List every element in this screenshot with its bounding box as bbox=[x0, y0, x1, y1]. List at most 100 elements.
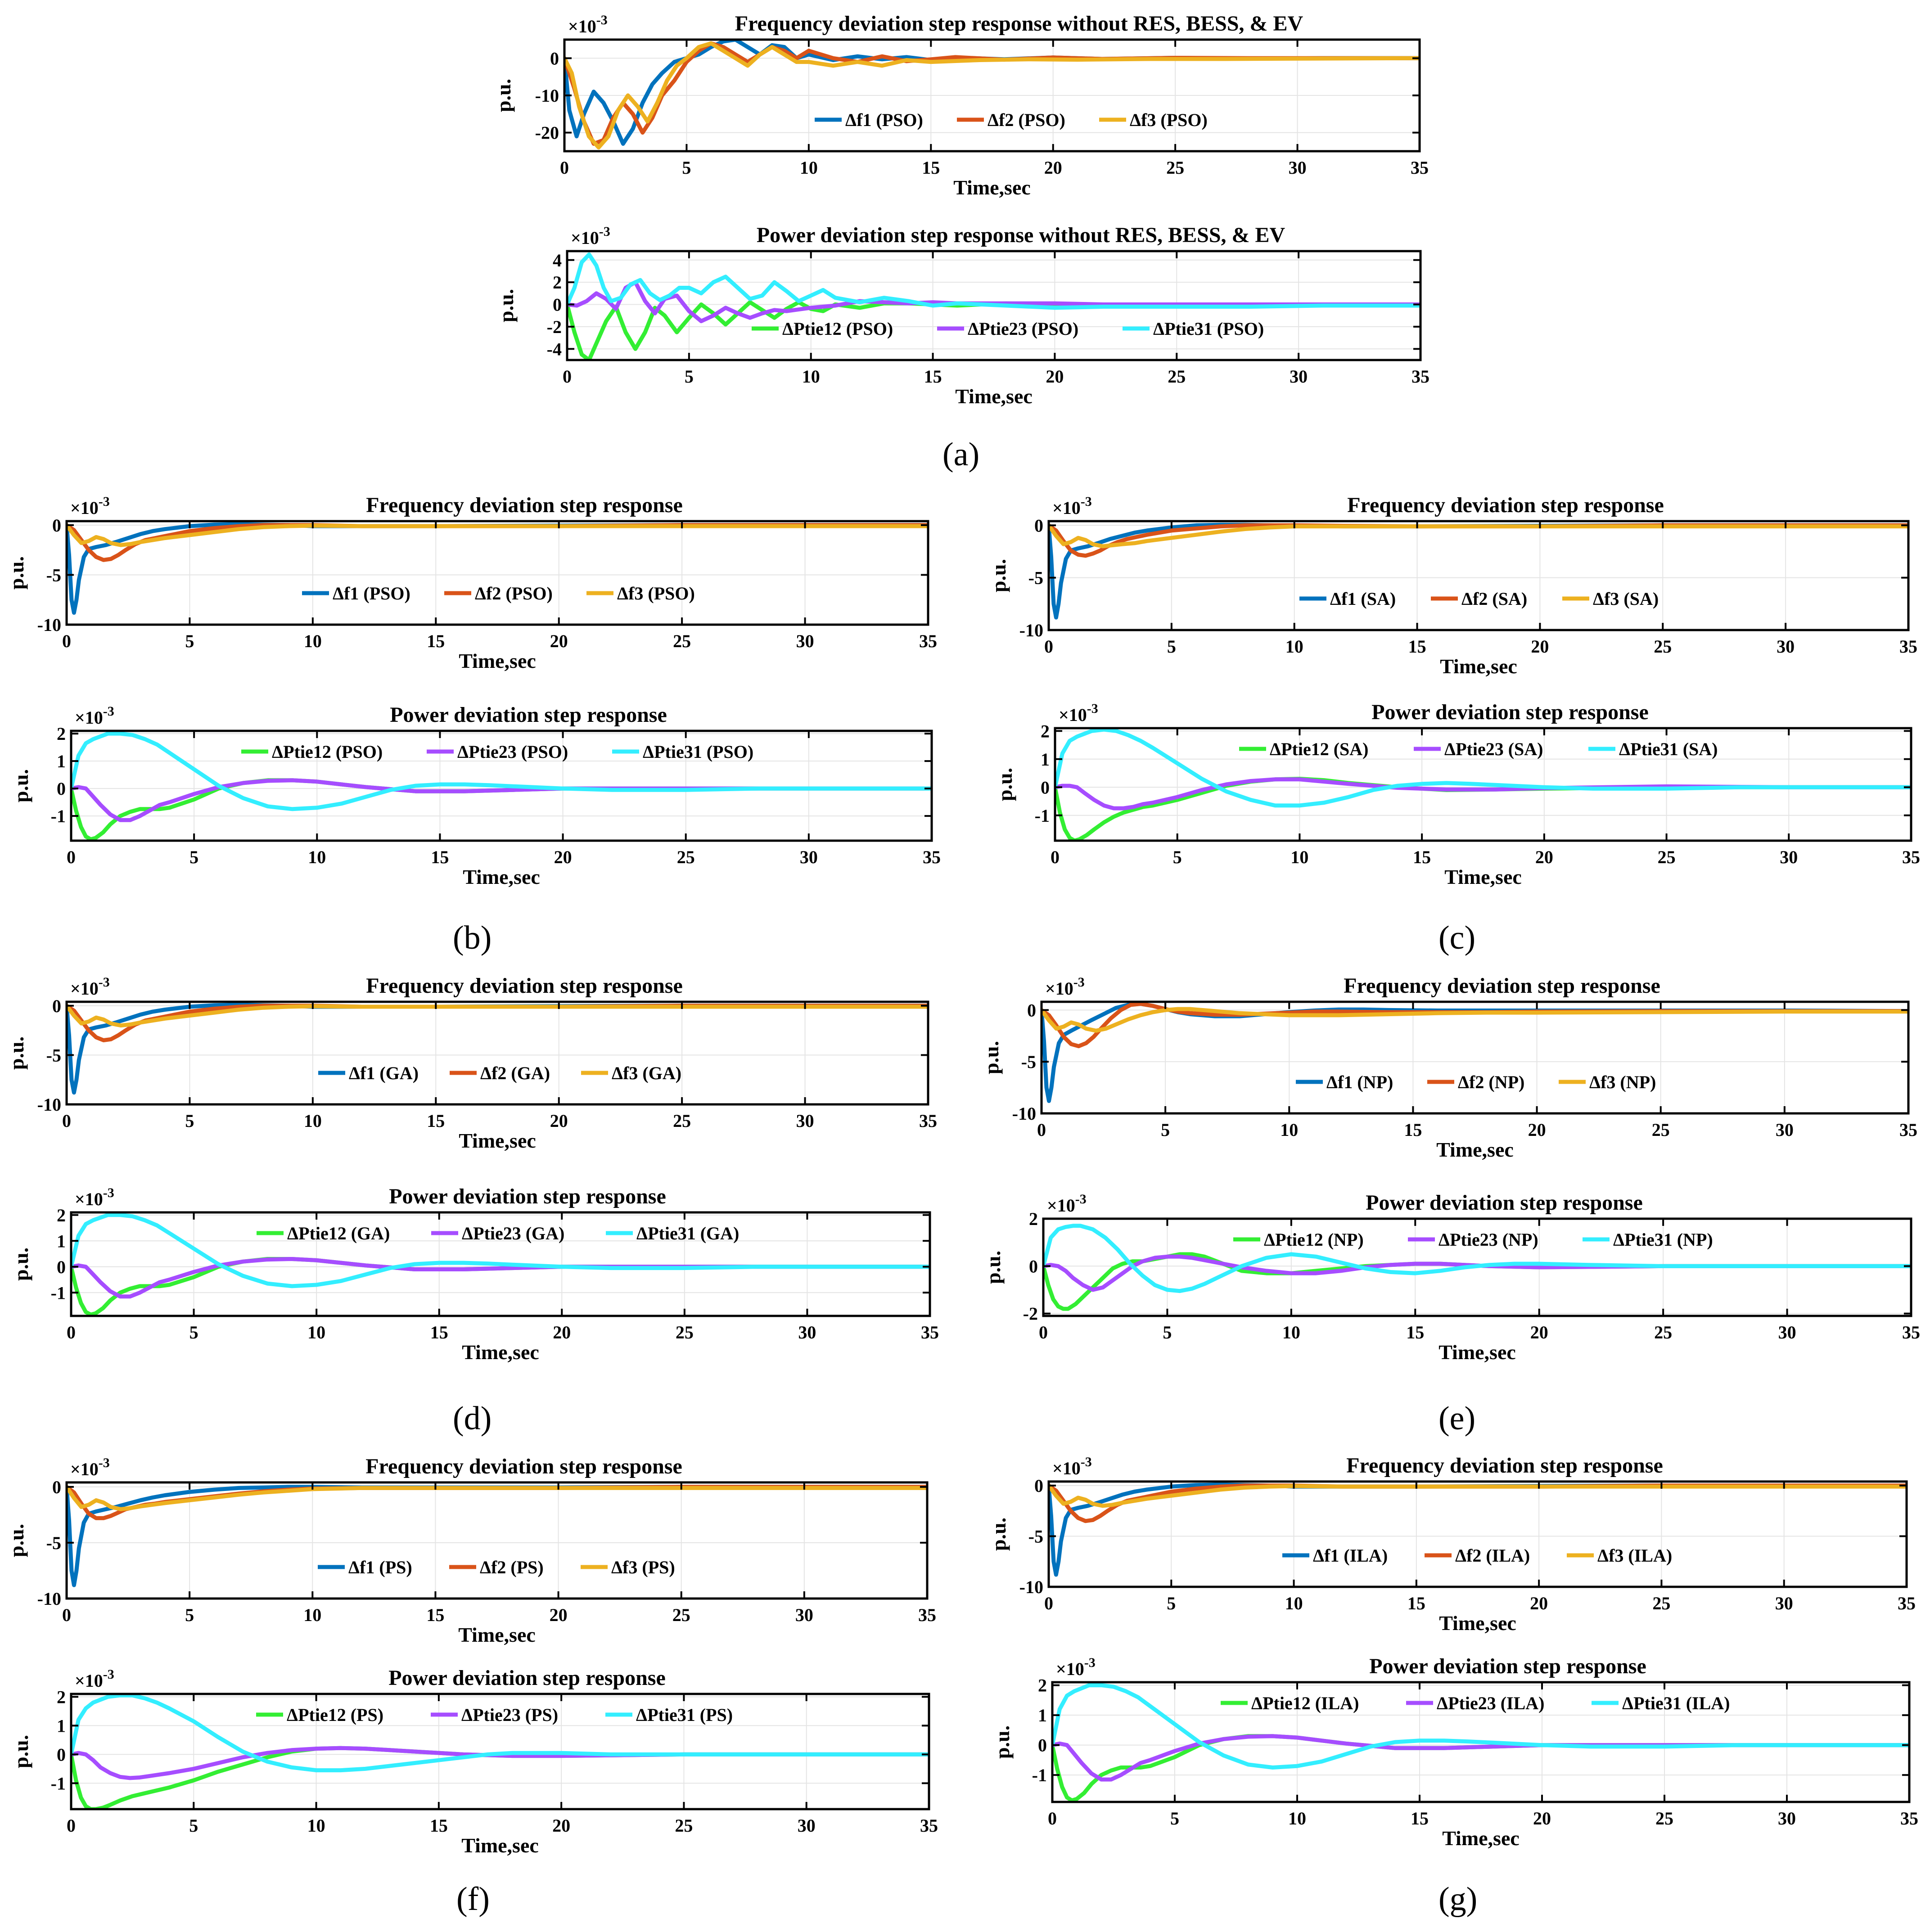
legend-label: Δf3 (GA) bbox=[612, 1063, 681, 1083]
x-tick-label: 25 bbox=[1168, 366, 1186, 387]
x-axis-label: Time,sec bbox=[1436, 1138, 1514, 1161]
series-line-ptie31 bbox=[71, 731, 932, 811]
series-group bbox=[567, 252, 1420, 360]
series-line-ptie23 bbox=[1043, 1254, 1911, 1292]
x-tick-label: 20 bbox=[1535, 847, 1553, 867]
x-tick-label: 35 bbox=[919, 631, 937, 651]
axes-box bbox=[65, 1481, 929, 1600]
series-line-f3 bbox=[564, 41, 1420, 150]
legend: ΔPtie12 (PSO)ΔPtie23 (PSO)ΔPtie31 (PSO) bbox=[241, 742, 753, 762]
x-tick-label: 0 bbox=[1048, 1808, 1057, 1828]
axes-box bbox=[1051, 1681, 1911, 1803]
chart-title: Frequency deviation step response bbox=[1346, 1454, 1663, 1477]
y-tick-label: 2 bbox=[1038, 1675, 1047, 1696]
y-axis-label: p.u. bbox=[5, 556, 28, 590]
y-exponent-label: ×10-3 bbox=[1047, 1192, 1087, 1216]
panel-label-d: (d) bbox=[453, 1400, 492, 1437]
y-tick-label: -1 bbox=[1035, 806, 1050, 826]
x-tick-label: 35 bbox=[1902, 1322, 1920, 1342]
y-axis-label: p.u. bbox=[495, 289, 518, 322]
plot-area bbox=[67, 1482, 927, 1599]
plot-area bbox=[67, 521, 928, 625]
x-tick-label: 30 bbox=[1776, 1120, 1794, 1140]
legend-label: Δf1 (SA) bbox=[1330, 589, 1396, 609]
legend-label: ΔPtie31 (PS) bbox=[636, 1705, 733, 1725]
axes-box bbox=[1042, 1217, 1912, 1317]
y-tick-label: 2 bbox=[1041, 721, 1050, 741]
x-tick-label: 35 bbox=[1899, 636, 1917, 657]
y-tick-label: 1 bbox=[57, 1231, 66, 1251]
x-tick-label: 15 bbox=[1411, 1808, 1429, 1828]
legend-label: ΔPtie23 (PSO) bbox=[457, 742, 568, 762]
y-exponent-power: -3 bbox=[103, 1185, 114, 1200]
series-line-ptie31 bbox=[1052, 1683, 1909, 1770]
legend-label: Δf3 (PSO) bbox=[1130, 110, 1208, 130]
x-tick-label: 20 bbox=[1530, 1593, 1548, 1613]
x-tick-label: 15 bbox=[431, 847, 449, 867]
x-tick-label: 15 bbox=[1408, 636, 1426, 657]
y-exponent-label: ×10-3 bbox=[571, 224, 610, 248]
chart-title: Power deviation step response bbox=[1371, 700, 1649, 724]
x-tick-label: 25 bbox=[672, 1605, 690, 1625]
legend-label: Δf1 (PS) bbox=[348, 1557, 412, 1577]
x-axis-label: Time,sec bbox=[1442, 1827, 1520, 1850]
x-tick-label: 0 bbox=[563, 366, 572, 387]
legend-label: Δf2 (PS) bbox=[480, 1557, 544, 1577]
x-axis-label: Time,sec bbox=[462, 1341, 539, 1364]
axes-box bbox=[566, 250, 1422, 361]
y-axis-label: p.u. bbox=[987, 559, 1010, 592]
chart-title: Power deviation step response bbox=[1366, 1191, 1643, 1215]
y-exponent-label: ×10-3 bbox=[70, 975, 110, 999]
plot-area bbox=[1049, 521, 1908, 630]
x-tick-label: 25 bbox=[1658, 847, 1676, 867]
y-tick-label: 0 bbox=[553, 295, 562, 315]
legend-label: Δf1 (GA) bbox=[349, 1063, 419, 1083]
x-tick-label: 10 bbox=[308, 847, 326, 867]
x-tick-label: 10 bbox=[304, 1111, 322, 1131]
x-tick-label: 30 bbox=[796, 631, 814, 651]
x-tick-label: 5 bbox=[189, 1815, 198, 1836]
y-tick-label: 0 bbox=[52, 996, 61, 1016]
y-tick-label: -2 bbox=[547, 317, 562, 337]
x-tick-label: 10 bbox=[802, 366, 820, 387]
axes-box bbox=[70, 730, 933, 842]
legend-label: ΔPtie23 (PSO) bbox=[968, 319, 1078, 339]
y-exponent-power: -3 bbox=[1087, 701, 1098, 716]
y-tick-label: 0 bbox=[52, 515, 61, 536]
y-exponent-power: -3 bbox=[1081, 494, 1092, 509]
y-tick-label: 0 bbox=[1029, 1256, 1038, 1276]
x-tick-label: 15 bbox=[924, 366, 942, 387]
x-axis-label: Time,sec bbox=[1440, 655, 1517, 678]
legend-label: Δf2 (PSO) bbox=[988, 110, 1065, 130]
y-exponent-power: -3 bbox=[99, 494, 110, 509]
panel-label-e: (e) bbox=[1438, 1400, 1476, 1437]
x-tick-label: 20 bbox=[1528, 1120, 1546, 1140]
y-tick-label: 0 bbox=[1038, 1735, 1047, 1756]
x-tick-label: 30 bbox=[798, 1322, 816, 1342]
x-tick-label: 5 bbox=[189, 847, 198, 867]
x-tick-label: 10 bbox=[303, 1605, 321, 1625]
legend-label: Δf1 (PSO) bbox=[333, 583, 410, 603]
x-tick-label: 30 bbox=[1778, 1322, 1796, 1342]
chart-title: Frequency deviation step response bbox=[366, 974, 683, 998]
y-tick-label: -20 bbox=[535, 123, 559, 143]
y-tick-label: -10 bbox=[37, 615, 61, 635]
x-tick-label: 20 bbox=[553, 1322, 571, 1342]
x-axis-label: Time,sec bbox=[459, 649, 536, 672]
x-tick-label: 0 bbox=[1044, 636, 1053, 657]
y-tick-label: 4 bbox=[553, 250, 562, 270]
legend-label: Δf3 (ILA) bbox=[1597, 1545, 1672, 1566]
x-tick-label: 0 bbox=[62, 631, 71, 651]
y-exponent-label: ×10-3 bbox=[70, 494, 110, 518]
axes-box bbox=[1047, 1480, 1908, 1588]
x-tick-label: 20 bbox=[554, 847, 572, 867]
y-exponent-label: ×10-3 bbox=[1059, 701, 1098, 725]
legend: Δf1 (PS)Δf2 (PS)Δf3 (PS) bbox=[318, 1557, 675, 1577]
legend: ΔPtie12 (ILA)ΔPtie23 (ILA)ΔPtie31 (ILA) bbox=[1221, 1693, 1730, 1713]
legend: Δf1 (NP)Δf2 (NP)Δf3 (NP) bbox=[1296, 1072, 1656, 1092]
x-axis-label: Time,sec bbox=[953, 176, 1031, 199]
